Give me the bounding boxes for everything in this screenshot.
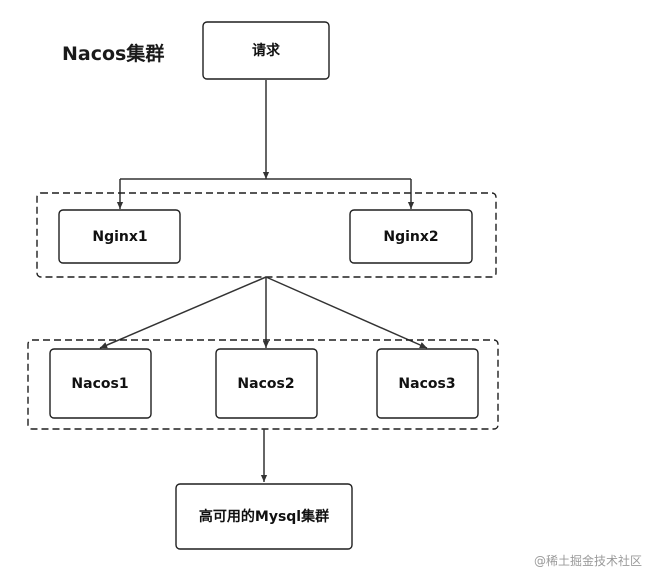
node-mysql-box (175, 483, 353, 550)
node-nacos3-label: Nacos3 (398, 376, 455, 392)
node-nacos1: Nacos1 (49, 348, 152, 419)
node-nacos3: Nacos3 (376, 348, 479, 419)
node-nginx2-box (349, 209, 473, 264)
node-nacos3-box (376, 348, 479, 419)
node-nginx2: Nginx2 (349, 209, 473, 264)
node-nginx2-label: Nginx2 (383, 229, 438, 245)
node-nacos2-label: Nacos2 (237, 376, 294, 392)
node-nacos2: Nacos2 (215, 348, 318, 419)
node-mysql-label: 高可用的Mysql集群 (199, 508, 329, 525)
node-nacos1-label: Nacos1 (71, 376, 128, 392)
edge-to-nacos1 (99, 276, 267, 349)
node-request: 请求 (202, 21, 330, 80)
diagram-title: Nacos集群 (62, 42, 164, 65)
node-request-label: 请求 (252, 42, 281, 59)
node-nacos1-box (49, 348, 152, 419)
node-nginx1-box (58, 209, 181, 264)
node-nacos2-box (215, 348, 318, 419)
edge-to-nacos3 (265, 276, 428, 349)
node-nginx1: Nginx1 (58, 209, 181, 264)
node-request-box (202, 21, 330, 80)
watermark-text: @稀土掘金技术社区 (534, 553, 642, 568)
nacos-group-boundary (27, 339, 499, 430)
node-mysql: 高可用的Mysql集群 (175, 483, 353, 550)
node-nginx1-label: Nginx1 (92, 229, 147, 245)
